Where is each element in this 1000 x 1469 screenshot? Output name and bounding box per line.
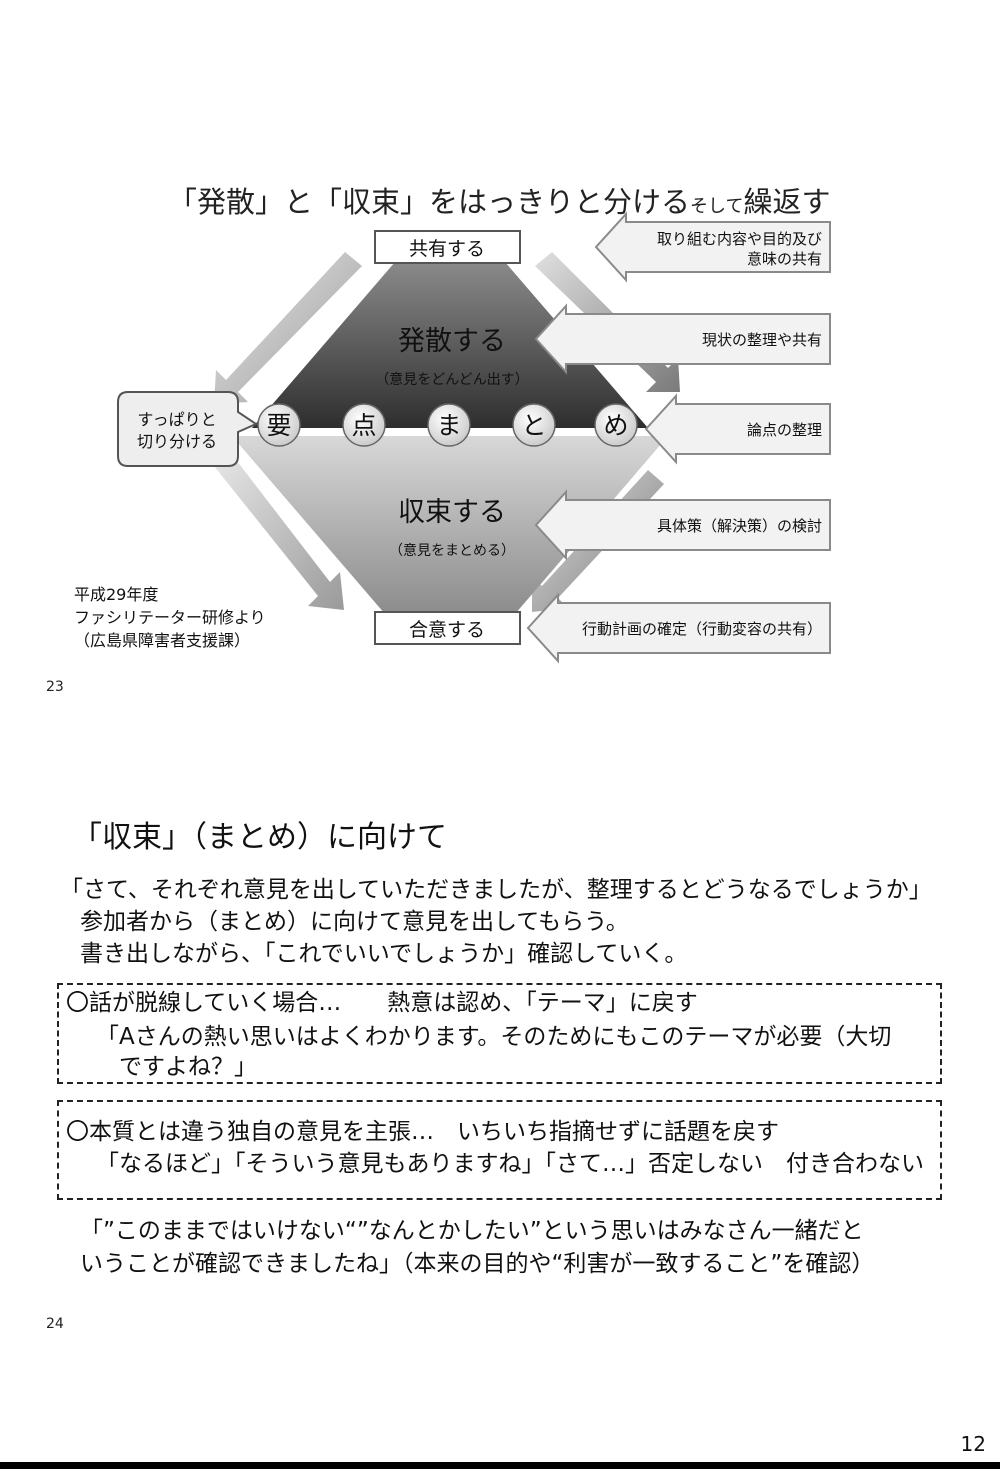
- arrow-label: 論点の整理: [747, 421, 822, 439]
- intro-line-1: 「さて、それぞれ意見を出していただきましたが、整理するとどうなるでしょうか」: [60, 877, 932, 903]
- page-number: 12: [960, 1432, 986, 1456]
- case-box-derailing: 〇話が脱線していく場合… 熱意は認め、「テーマ」に戻す 「Aさんの熱い思いはよく…: [57, 983, 942, 1084]
- arrow-current-state: [534, 303, 831, 375]
- source-note-line2: ファシリテーター研修より: [74, 608, 266, 627]
- arrow-issue-sorting: [644, 393, 831, 465]
- derailing-example-1: 「Aさんの熱い思いはよくわかります。そのためにもこのテーマが必要（大切: [96, 1024, 892, 1050]
- intro-line-3: 書き出しながら、「これでいいでしょうか」確認していく。: [80, 941, 688, 967]
- divergence-convergence-diagram: 「発散」と「収束」をはっきりと分けるそして繰返す 共有する 合意する 発散する …: [74, 185, 831, 664]
- intro-line-2: 参加者から（まとめ）に向けて意見を出してもらう。: [80, 909, 629, 935]
- slide24-title: 「収束」（まとめ）に向けて: [72, 820, 447, 855]
- bubble-text-line1: すっぱりと: [137, 410, 216, 429]
- summary-char: 要: [266, 411, 291, 440]
- convergence-shape: [232, 436, 668, 614]
- summary-circles: 要 点 ま と め: [257, 403, 638, 447]
- closing-line-2: いうことが確認できましたね」（本来の目的や“利害が一致すること”を確認）: [80, 1251, 875, 1277]
- divergence-shape: [252, 262, 648, 428]
- summary-char: 点: [351, 411, 376, 440]
- summary-char: と: [521, 411, 546, 440]
- summary-circle: [257, 403, 301, 447]
- bottom-rule: [0, 1462, 1000, 1469]
- arrow-solution-review: [534, 489, 831, 561]
- convergence-label: 収束する: [398, 497, 506, 528]
- bubble-text-line2: 切り分ける: [137, 432, 217, 451]
- arrow-action-plan: [526, 592, 831, 664]
- share-box-label: 共有する: [409, 238, 485, 260]
- slide-number-24: 24: [46, 1316, 64, 1332]
- arrow-purpose-sharing: [594, 211, 831, 283]
- lower-left-arrow: [214, 452, 344, 610]
- arrow-label: 具体策（解決策）の検討: [657, 517, 822, 535]
- summary-char: ま: [436, 411, 461, 440]
- case-box-own-opinion: 〇本質とは違う独自の意見を主張… いちいち指摘せずに話題を戻す 「なるほど」「そ…: [57, 1100, 942, 1200]
- slide-number-23: 23: [46, 679, 64, 695]
- summary-circle: [512, 403, 556, 447]
- arrow-label: 取り組む内容や目的及び: [657, 230, 822, 248]
- cut-apart-bubble: [117, 391, 259, 467]
- divergence-label: 発散する: [398, 326, 506, 357]
- summary-circle: [594, 403, 638, 447]
- derailing-heading: 〇話が脱線していく場合… 熱意は認め、「テーマ」に戻す: [66, 990, 698, 1016]
- upper-left-arrow: [214, 252, 362, 404]
- summary-circle: [427, 403, 471, 447]
- arrow-label: 意味の共有: [747, 250, 822, 268]
- summary-circle: [342, 403, 386, 447]
- source-note-line1: 平成29年度: [74, 585, 158, 604]
- derailing-example-2: ですよね？」: [119, 1054, 257, 1080]
- own-opinion-example: 「なるほど」「そういう意見もありますね」「さて…」否定しない 付き合わない: [96, 1151, 924, 1177]
- arrow-label: 行動計画の確定（行動変容の共有）: [582, 620, 822, 638]
- convergence-sublabel: （意見をまとめる）: [389, 542, 515, 559]
- slide23-title: 「発散」と「収束」をはっきりと分けるそして繰返す: [168, 185, 831, 219]
- arrow-label: 現状の整理や共有: [702, 331, 822, 349]
- agree-box-label: 合意する: [409, 619, 485, 641]
- divergence-sublabel: （意見をどんどん出す）: [375, 371, 529, 388]
- agree-box: [374, 611, 521, 645]
- source-note-line3: （広島県障害者支援課）: [74, 631, 250, 650]
- own-opinion-heading: 〇本質とは違う独自の意見を主張… いちいち指摘せずに話題を戻す: [66, 1119, 779, 1145]
- closing-line-1: 「”このままではいけない“”なんとかしたい”という思いはみなさん一緒だと: [80, 1218, 864, 1244]
- summary-char: め: [603, 411, 628, 440]
- share-box: [374, 230, 521, 264]
